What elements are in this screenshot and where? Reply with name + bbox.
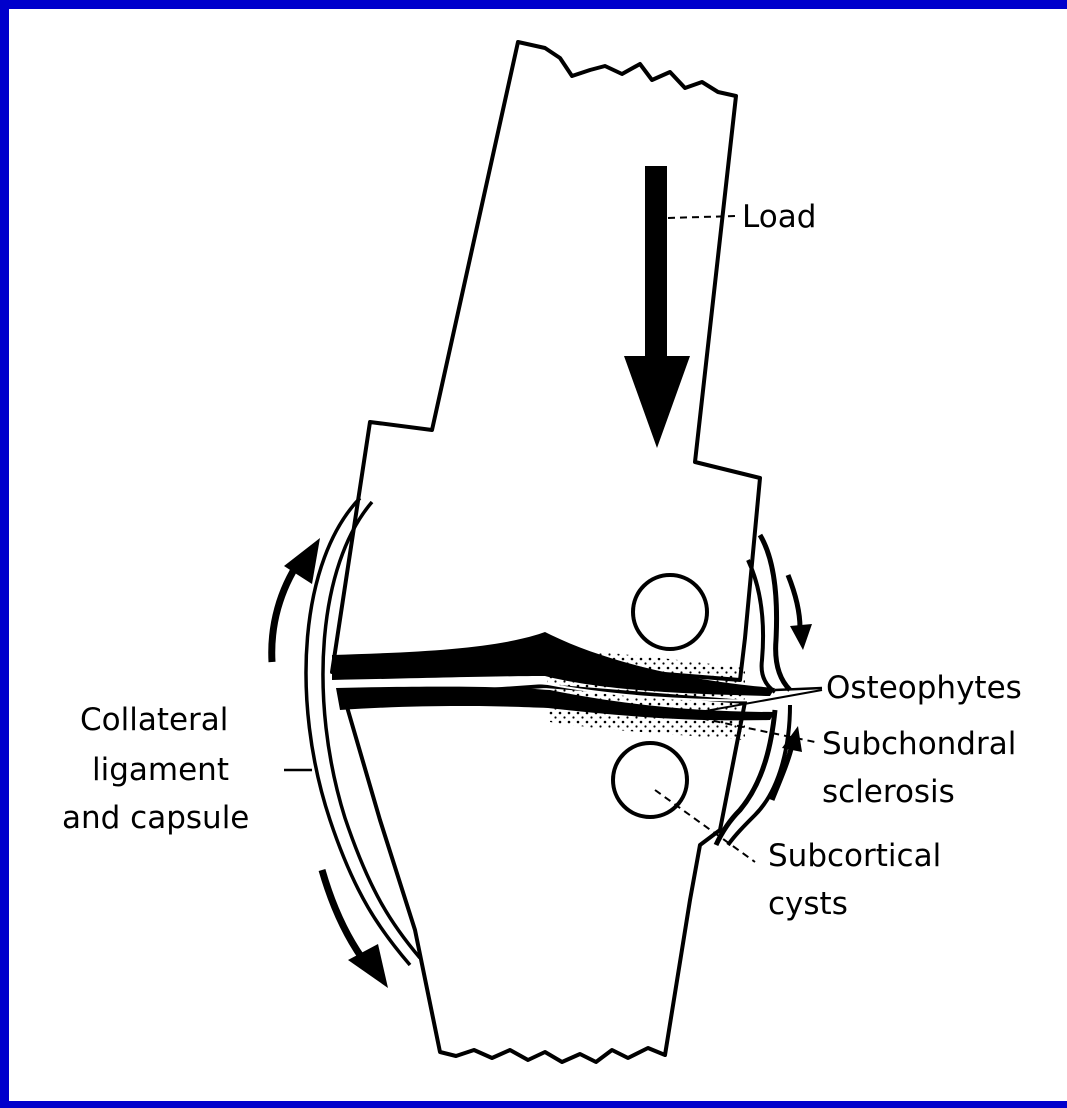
label-collateral-line2: ligament <box>92 752 229 788</box>
cyst-upper <box>633 575 707 649</box>
osteophyte-upper <box>760 535 790 690</box>
tibia <box>345 686 745 1062</box>
label-subcortical-line2: cysts <box>768 886 848 922</box>
right-arrow-down-shaft <box>788 575 800 628</box>
right-arrow-up-shaft <box>772 745 792 800</box>
left-arrow-up-shaft <box>272 560 300 662</box>
label-subchondral-line2: sclerosis <box>822 774 955 810</box>
label-collateral-line3: and capsule <box>62 800 249 836</box>
label-subcortical-line1: Subcortical <box>768 838 941 874</box>
label-osteophytes: Osteophytes <box>826 670 1022 706</box>
label-load: Load <box>742 199 816 235</box>
load-arrow-shaft <box>645 166 667 366</box>
right-arrow-down-head <box>790 624 812 650</box>
label-collateral-line1: Collateral <box>80 702 228 738</box>
label-subchondral-line1: Subchondral <box>822 726 1016 762</box>
leader-osteophytes-1 <box>775 688 822 690</box>
